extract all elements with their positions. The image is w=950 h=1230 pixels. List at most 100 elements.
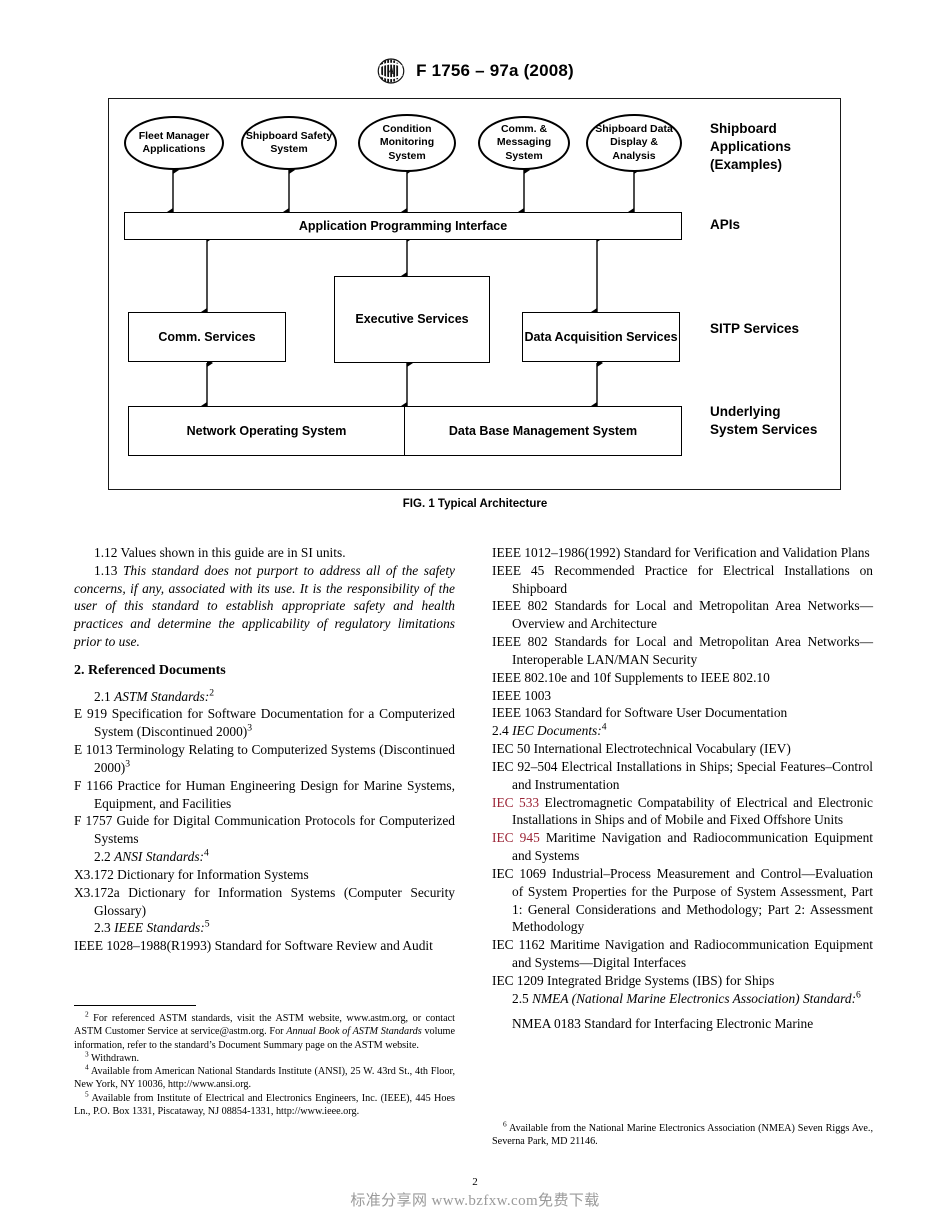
sub-2-2-number: 2.2 — [94, 849, 115, 865]
sub-2-5-number: 2.5 — [512, 990, 533, 1006]
figure-node-comm-messaging-system: Comm. & Messaging System — [478, 116, 570, 170]
footnote-separator-rule — [74, 1005, 196, 1006]
reference-ieee-1028: IEEE 1028–1988(R1993) Standard for Softw… — [74, 938, 433, 954]
reference-e919: E 919 Specification for Software Documen… — [74, 705, 455, 741]
reference-ieee-802-lanman: IEEE 802 Standards for Local and Metropo… — [492, 634, 873, 667]
figure-arrows — [167, 166, 640, 410]
sub-2-2-title: ANSI Standards: — [114, 849, 204, 865]
reference-e1013-text: E 1013 Terminology Relating to Computeri… — [74, 742, 455, 775]
figure-node-shipboard-data-display-analysis: Shipboard Data Display & Analysis — [586, 114, 682, 172]
figure-label-apis: APIs — [710, 217, 741, 232]
reference-x3-172: X3.172 Dictionary for Information System… — [74, 866, 309, 882]
figure-node-fleet-manager-applications: Fleet Manager Applications — [124, 116, 224, 170]
figure-typical-architecture: Fleet Manager Applications Shipboard Saf… — [108, 98, 841, 490]
reference-ieee-1003: IEEE 1003 — [492, 687, 552, 703]
page-watermark: 标准分享网 www.bzfxw.com免费下载 — [350, 1193, 600, 1209]
reference-nmea-0183: NMEA 0183 Standard for Interfacing Elect… — [512, 1015, 814, 1031]
footnote-4-text: Available from American National Standar… — [74, 1066, 455, 1091]
sub-2-3-footnote-marker: 5 — [204, 918, 210, 930]
sub-2-2-footnote-marker: 4 — [203, 847, 209, 859]
heading-referenced-documents: 2. Referenced Documents — [74, 662, 226, 678]
reference-iec-1162: IEC 1162 Maritime Navigation and Radioco… — [492, 937, 873, 971]
footnote-3: 3 Withdrawn. — [74, 1049, 455, 1065]
body-column-left: 1.12 Values shown in this guide are in S… — [74, 544, 455, 955]
subheading-2-5-nmea-standard: 2.5 NMEA (National Marine Electronics As… — [492, 990, 873, 1008]
paragraph-1-13: 1.13 This standard does not purport to a… — [74, 562, 455, 651]
sub-2-4-footnote-marker: 4 — [601, 721, 607, 733]
body-column-right: IEEE 1012–1986(1992) Standard for Verifi… — [492, 544, 873, 1032]
footnotes-left: 2 For referenced ASTM standards, visit t… — [74, 1009, 456, 1119]
figure-label-underlying-system-services: Underlying System Services — [710, 404, 818, 438]
sub-2-4-number: 2.4 — [492, 723, 513, 739]
footnote-4: 4 Available from American National Stand… — [74, 1062, 455, 1092]
figure-box-comm-services: Comm. Services — [128, 312, 286, 362]
reference-iec-533-text: Electromagnetic Compatability of Electri… — [512, 794, 873, 828]
reference-iec-1209: IEC 1209 Integrated Bridge Systems (IBS)… — [492, 972, 775, 988]
svg-text:A: A — [387, 66, 394, 77]
figure-caption: FIG. 1 Typical Architecture — [402, 498, 548, 510]
subheading-2-3-ieee-standards: 2.3 IEEE Standards:5 — [74, 919, 455, 937]
reference-e1013: E 1013 Terminology Relating to Computeri… — [74, 741, 455, 777]
reference-iec-945: IEC 945 Maritime Navigation and Radiocom… — [492, 829, 873, 865]
reference-x3-172a: X3.172a Dictionary for Information Syste… — [74, 884, 455, 918]
reference-iec-533-code: IEC 533 — [492, 794, 540, 810]
reference-ieee-45: IEEE 45 Recommended Practice for Electri… — [492, 562, 873, 596]
reference-e919-text: E 919 Specification for Software Documen… — [74, 706, 455, 740]
reference-iec-1069: IEC 1069 Industrial–Process Measurement … — [492, 865, 873, 935]
footnote-2-text-b: volume information, refer to the standar… — [74, 1026, 456, 1051]
figure-node-condition-monitoring-system: Condition Monitoring System — [358, 114, 456, 172]
sub-2-3-number: 2.3 — [94, 920, 115, 936]
sub-2-1-footnote-marker: 2 — [209, 687, 215, 699]
figure-outer-border — [108, 98, 841, 490]
footnote-2-text-a: For referenced ASTM standards, visit the… — [74, 1013, 455, 1038]
sub-2-1-title: ASTM Standards: — [114, 688, 210, 704]
sub-2-5-footnote-marker: 6 — [856, 989, 861, 1001]
reference-ieee-1063: IEEE 1063 Standard for Software User Doc… — [492, 705, 788, 721]
footnote-3-text: Withdrawn. — [88, 1052, 140, 1064]
reference-iec-945-text: Maritime Navigation and Radiocommunicati… — [512, 830, 873, 864]
figure-box-application-programming-interface: Application Programming Interface — [124, 212, 682, 240]
footnote-5-marker: 5 — [85, 1089, 89, 1099]
figure-box-network-operating-system: Network Operating System — [128, 406, 405, 456]
footnote-5: 5 Available from Institute of Electrical… — [74, 1089, 455, 1119]
footnote-2-italic: Annual Book of ASTM Standards — [286, 1026, 422, 1038]
reference-e919-footnote-marker: 3 — [247, 722, 253, 734]
sub-2-3-title: IEEE Standards: — [114, 920, 205, 936]
footnote-6-text: Available from the National Marine Elect… — [492, 1123, 873, 1148]
paragraph-1-12: 1.12 Values shown in this guide are in S… — [94, 545, 346, 560]
reference-f1757: F 1757 Guide for Digital Communication P… — [74, 813, 455, 847]
footnote-6-marker: 6 — [503, 1119, 507, 1129]
reference-ieee-1012: IEEE 1012–1986(1992) Standard for Verifi… — [492, 545, 870, 560]
document-header: A F 1756 – 97a (2008) — [0, 56, 950, 86]
figure-box-data-acquisition-services: Data Acquisition Services — [522, 312, 680, 362]
figure-node-shipboard-safety-system: Shipboard Safety System — [241, 116, 337, 170]
figure-box-database-management-system: Data Base Management System — [404, 406, 682, 456]
footnote-2: 2 For referenced ASTM standards, visit t… — [74, 1009, 456, 1052]
figure-box-executive-services: Executive Services — [334, 276, 490, 363]
reference-f1166: F 1166 Practice for Human Engineering De… — [74, 777, 455, 811]
astm-logo-icon: A — [376, 56, 406, 86]
reference-ieee-802-10: IEEE 802.10e and 10f Supplements to IEEE… — [492, 669, 770, 685]
footnote-5-text: Available from Institute of Electrical a… — [74, 1092, 455, 1117]
page-number: 2 — [472, 1176, 478, 1188]
sub-2-1-number: 2.1 — [94, 688, 115, 704]
sub-2-5-title: NMEA (National Marine Electronics Associ… — [532, 990, 857, 1006]
sub-2-4-title: IEC Documents: — [512, 723, 602, 739]
figure-label-shipboard-applications: Shipboard Applications (Examples) — [710, 121, 792, 173]
paragraph-1-13-number: 1.13 — [94, 562, 123, 578]
subheading-2-1-astm-standards: 2.1 ASTM Standards:2 — [74, 688, 455, 706]
reference-iec-533: IEC 533 Electromagnetic Compatability of… — [492, 794, 873, 830]
paragraph-1-13-text: This standard does not purport to addres… — [74, 562, 455, 650]
footnote-2-marker: 2 — [85, 1009, 89, 1019]
subheading-2-4-iec-documents: 2.4 IEC Documents:4 — [492, 722, 873, 740]
footnote-6: 6 Available from the National Marine Ele… — [492, 1119, 873, 1149]
reference-iec-50: IEC 50 International Electrotechnical Vo… — [492, 741, 791, 757]
footnote-4-marker: 4 — [85, 1062, 89, 1072]
subheading-2-2-ansi-standards: 2.2 ANSI Standards:4 — [74, 848, 455, 866]
reference-e1013-footnote-marker: 3 — [125, 758, 131, 770]
document-title: F 1756 – 97a (2008) — [416, 61, 574, 80]
footnote-3-marker: 3 — [85, 1049, 89, 1059]
reference-iec-945-code: IEC 945 — [492, 830, 540, 846]
footnotes-right: 6 Available from the National Marine Ele… — [492, 1119, 873, 1149]
reference-ieee-802-overview: IEEE 802 Standards for Local and Metropo… — [492, 598, 873, 632]
